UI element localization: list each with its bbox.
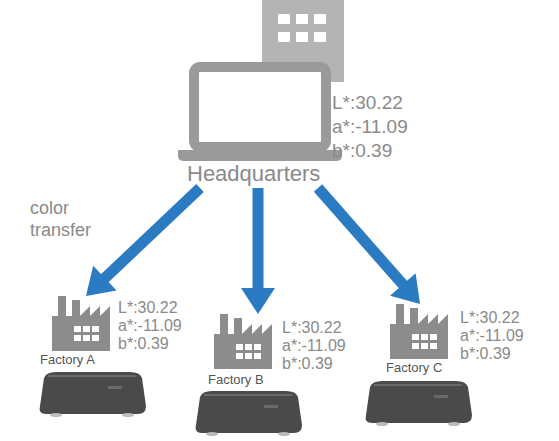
- arrow-head: [241, 288, 275, 314]
- arrow-shaft: [318, 188, 404, 286]
- node-name: Factory B: [208, 373, 264, 387]
- factory-icon: [214, 314, 272, 369]
- printer-icon: [196, 391, 302, 436]
- lab-value: L*:30.22: [332, 93, 403, 113]
- lab-value: b*:0.39: [332, 141, 392, 161]
- arrow-shaft: [253, 188, 264, 290]
- arrow-head: [86, 266, 117, 296]
- lab-value: a*:-11.09: [282, 338, 346, 355]
- lab-value: L*:30.22: [460, 310, 520, 327]
- flow-arrow: [241, 188, 275, 314]
- factory-group: Factory A L*:30.22a*:-11.09b*:0.39: [38, 296, 190, 376]
- headquarters-group: Headquarters L*:30.22 a*:-11.09 b*:0.39: [175, 0, 445, 188]
- laptop-icon: [178, 67, 342, 161]
- node-name: Factory A: [40, 353, 95, 367]
- node-name: Factory C: [386, 361, 442, 375]
- lab-value: b*:0.39: [118, 336, 169, 353]
- printer-icon: [40, 372, 146, 417]
- factory-icon: [390, 304, 448, 359]
- lab-value: a*:-11.09: [460, 328, 524, 345]
- lab-value: a*:-11.09: [332, 117, 408, 137]
- lab-value: b*:0.39: [282, 356, 333, 373]
- lab-value: L*:30.22: [282, 320, 342, 337]
- node-name: Headquarters: [187, 162, 320, 185]
- printer-icon: [366, 381, 472, 426]
- factory-icon: [52, 296, 110, 351]
- flow-arrow: [318, 188, 420, 304]
- lab-value: a*:-11.09: [118, 318, 182, 335]
- edge-label: color transfer: [30, 198, 124, 241]
- factory-group: Factory B L*:30.22a*:-11.09b*:0.39: [200, 314, 356, 394]
- arrow-head: [390, 273, 420, 304]
- lab-value: b*:0.39: [460, 346, 511, 363]
- lab-value: L*:30.22: [118, 300, 178, 317]
- factory-group: Factory C L*:30.22a*:-11.09b*:0.39: [372, 304, 554, 384]
